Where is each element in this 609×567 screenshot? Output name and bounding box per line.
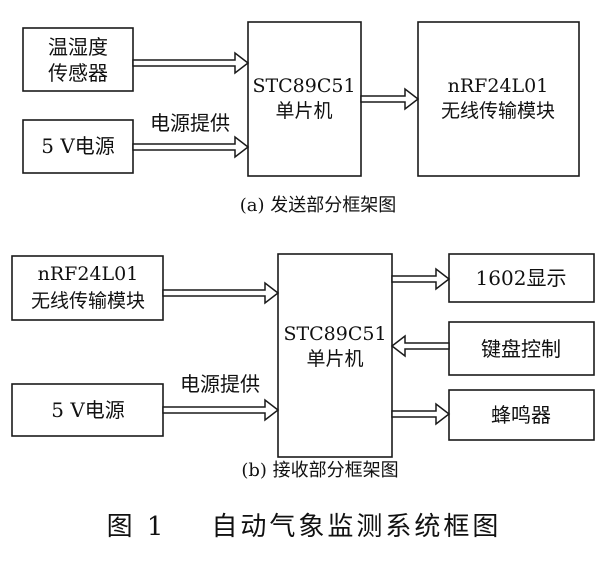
send-power-to-mcu-arrow xyxy=(132,135,250,159)
send-mcu-box xyxy=(247,21,362,177)
send-power-label: 5 V电源 xyxy=(41,134,115,158)
display-box xyxy=(448,253,595,303)
send-rf-box xyxy=(417,21,580,177)
mcu-to-display-arrow xyxy=(391,267,451,291)
send-mcu-label-line2: 单片机 xyxy=(275,100,332,122)
keyboard-to-mcu-arrow xyxy=(390,334,450,358)
send-power-note: 电源提供 xyxy=(150,111,230,135)
recv-mcu-label-line1: STC89C51 xyxy=(283,323,386,345)
send-caption: (a) 发送部分框架图 xyxy=(240,195,397,216)
recv-rf-label-line1: nRF24L01 xyxy=(38,263,139,285)
buzzer-label: 蜂鸣器 xyxy=(491,403,551,427)
recv-caption: (b) 接收部分框架图 xyxy=(241,460,398,481)
recv-power-label: 5 V电源 xyxy=(51,398,125,422)
recv-rf-to-mcu-arrow xyxy=(162,281,280,305)
recv-mcu-box xyxy=(277,253,393,458)
recv-power-to-mcu-arrow xyxy=(162,398,280,422)
recv-mcu-label-line2: 单片机 xyxy=(306,348,363,370)
mcu-to-buzzer-arrow xyxy=(391,402,451,426)
figure-title: 图 1 自动气象监测系统框图 xyxy=(107,512,502,542)
send-rf-label-line2: 无线传输模块 xyxy=(441,100,555,122)
display-label: 1602显示 xyxy=(476,266,567,290)
keyboard-label: 键盘控制 xyxy=(481,337,561,361)
sensor-box xyxy=(22,27,134,92)
send-rf-label-line1: nRF24L01 xyxy=(448,75,549,97)
sensor-label-line2: 传感器 xyxy=(48,61,108,85)
recv-rf-box xyxy=(11,255,164,321)
send-power-box xyxy=(22,119,134,174)
sensor-label-line1: 温湿度 xyxy=(48,35,108,59)
sensor-to-mcu-arrow xyxy=(132,51,250,75)
recv-power-note: 电源提供 xyxy=(180,372,260,396)
send-mcu-label-line1: STC89C51 xyxy=(252,75,355,97)
recv-rf-label-line2: 无线传输模块 xyxy=(31,290,145,312)
mcu-to-rf-arrow xyxy=(360,87,420,111)
keyboard-box xyxy=(448,321,595,376)
buzzer-box xyxy=(448,389,595,441)
